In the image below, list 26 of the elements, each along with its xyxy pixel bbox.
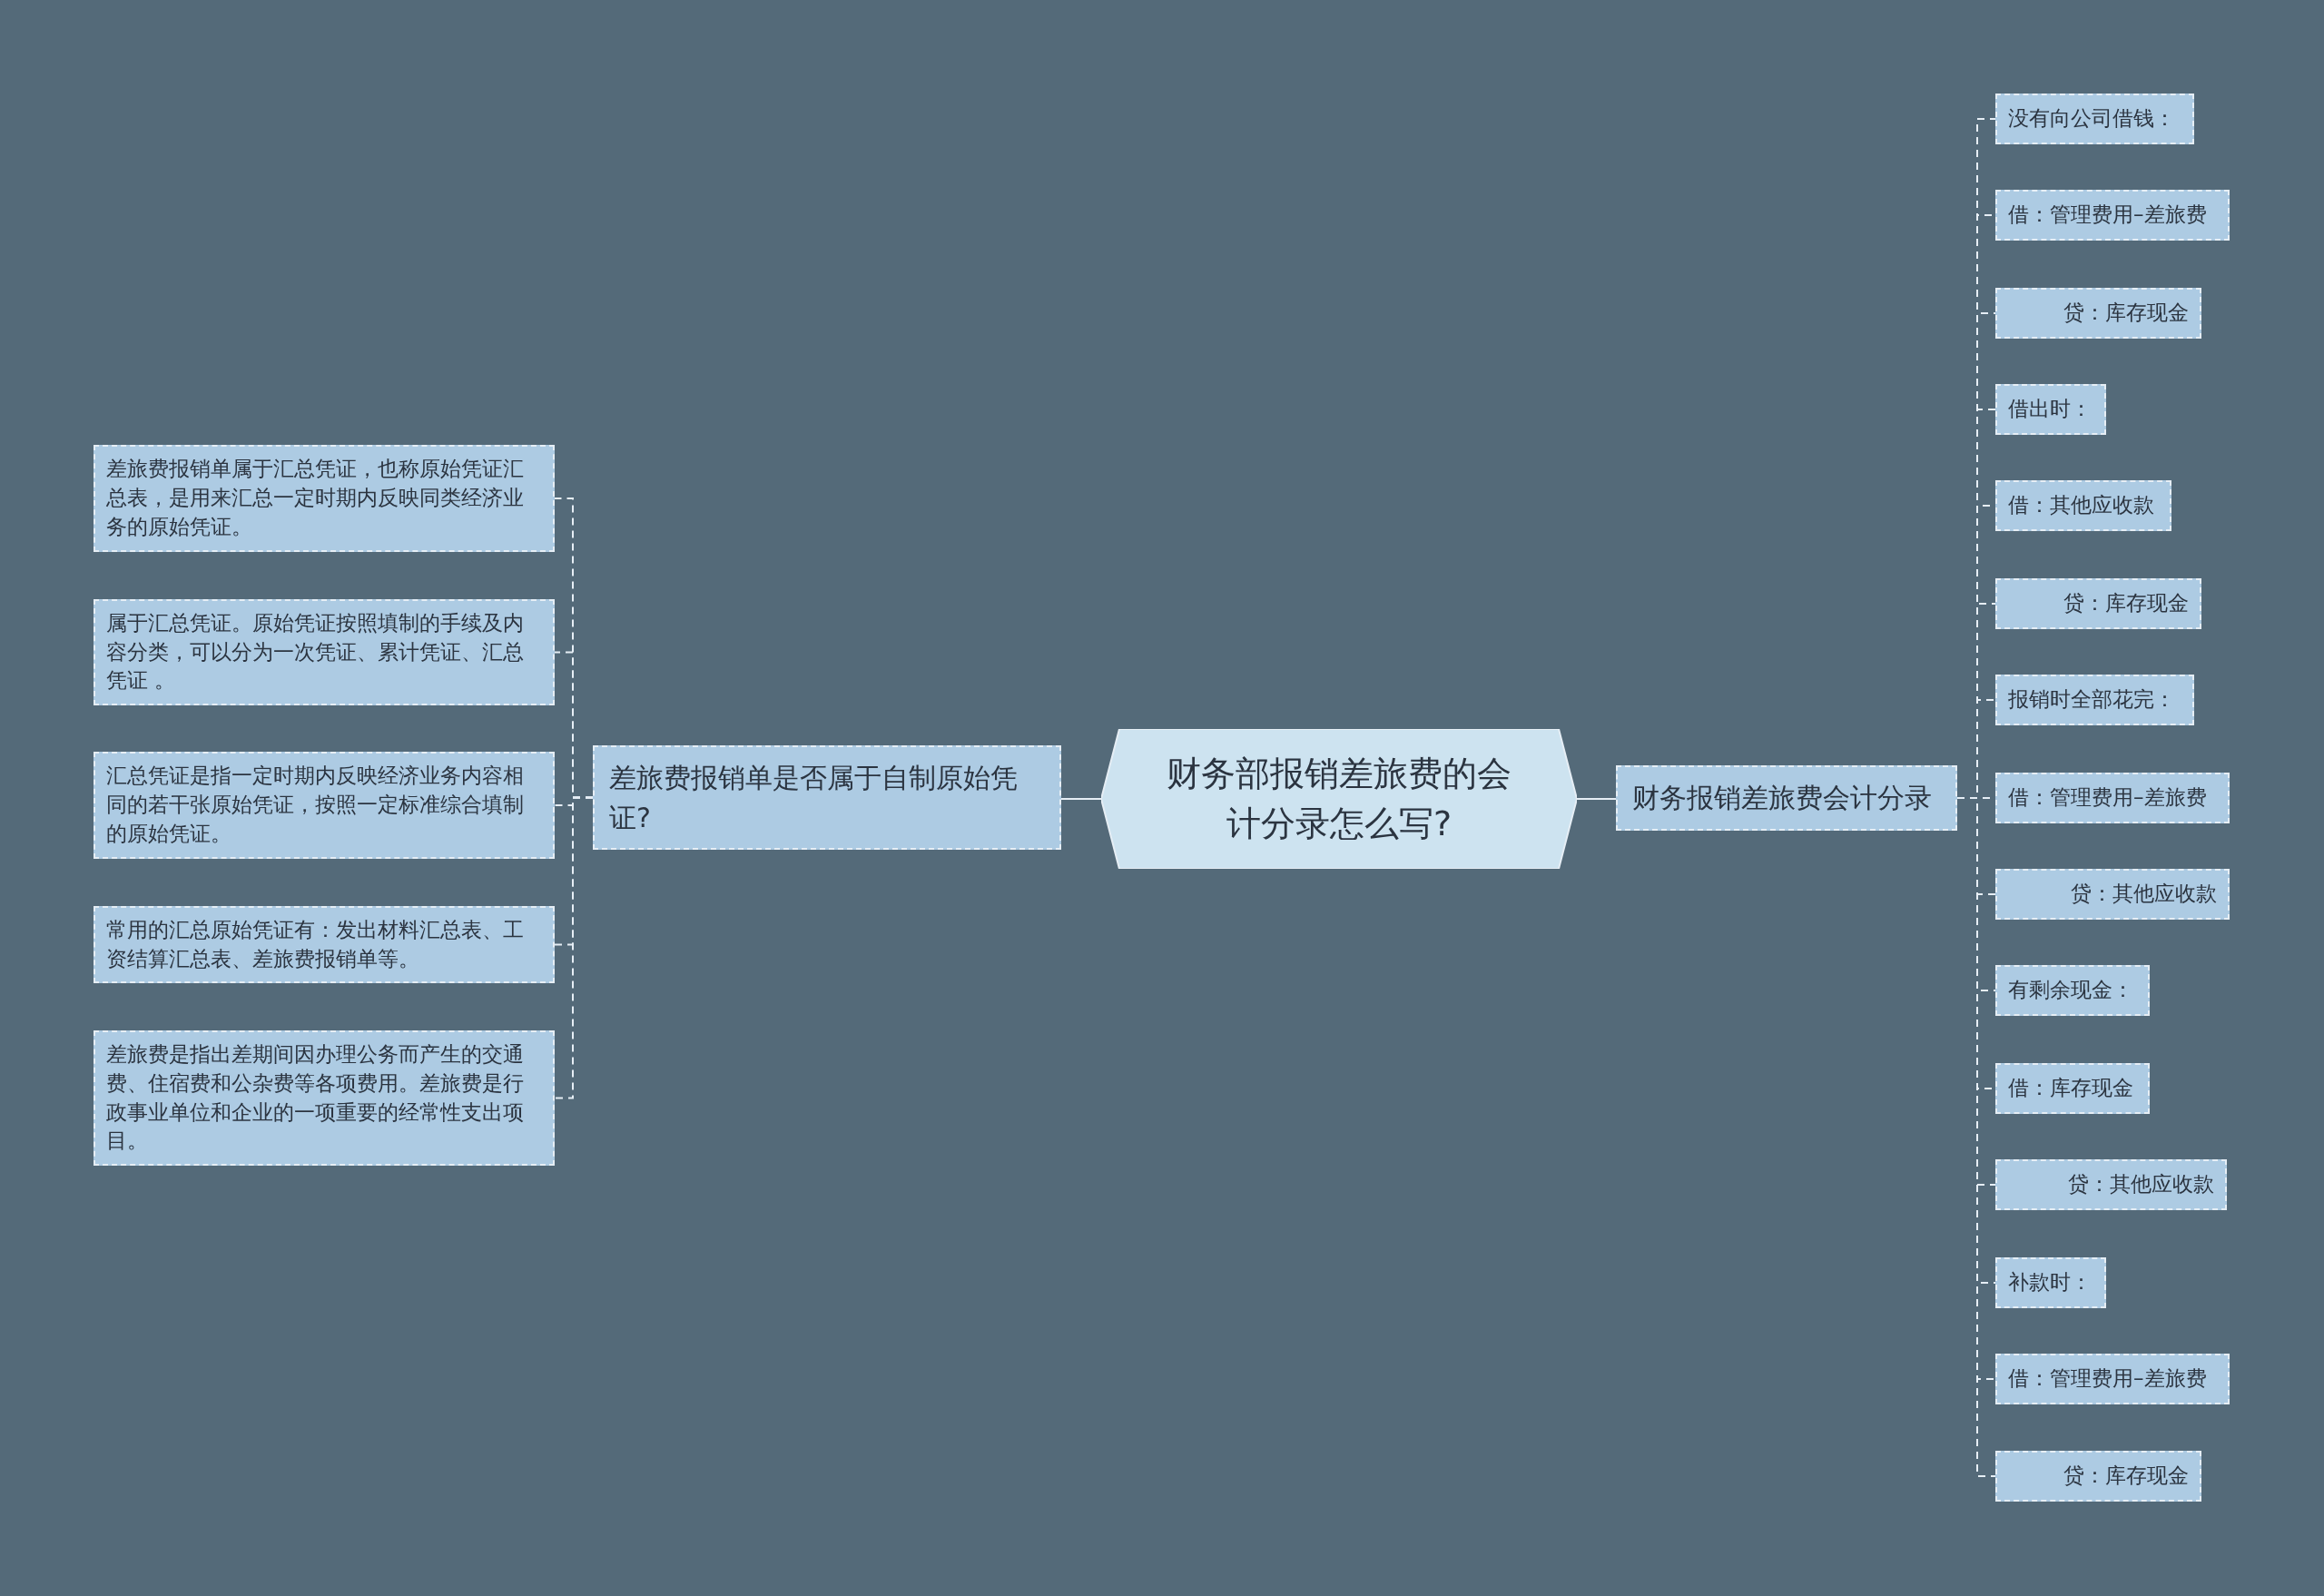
leaf-box: 属于汇总凭证。原始凭证按照填制的手续及内容分类，可以分为一次凭证、累计凭证、汇总凭证 。 <box>94 599 555 705</box>
connector-line <box>1576 798 1617 800</box>
branch-box: 差旅费报销单是否属于自制原始凭证? <box>593 745 1061 850</box>
leaf-box: 差旅费是指出差期间因办理公务而产生的交通费、住宿费和公杂费等各项费用。差旅费是行政事业单位和企业的一项重要的经常性支出项目。 <box>94 1030 555 1166</box>
leaf-box: 借：其他应收款 <box>1995 480 2171 531</box>
leaf-box: 借：库存现金 <box>1995 1063 2150 1114</box>
leaf-box: 借：管理费用–差旅费 <box>1995 1354 2230 1404</box>
leaf-box: 差旅费报销单属于汇总凭证，也称原始凭证汇总表，是用来汇总一定时期内反映同类经济业务的原始凭证。 <box>94 445 555 552</box>
leaf-box: 贷：其他应收款 <box>1995 869 2230 920</box>
leaf-box: 补款时： <box>1995 1257 2106 1308</box>
branch-box: 财务报销差旅费会计分录 <box>1616 765 1957 831</box>
connector-line <box>1060 798 1102 800</box>
connector-line <box>554 796 594 1099</box>
leaf-box: 贷：库存现金 <box>1995 578 2201 629</box>
leaf-box: 贷：库存现金 <box>1995 288 2201 339</box>
leaf-box: 常用的汇总原始凭证有：发出材料汇总表、工资结算汇总表、差旅费报销单等。 <box>94 906 555 983</box>
leaf-box: 报销时全部花完： <box>1995 675 2194 725</box>
leaf-box: 贷：库存现金 <box>1995 1451 2201 1502</box>
leaf-box: 有剩余现金： <box>1995 965 2150 1016</box>
leaf-box: 没有向公司借钱： <box>1995 94 2194 144</box>
leaf-box: 贷：其他应收款 <box>1995 1159 2227 1210</box>
leaf-box: 汇总凭证是指一定时期内反映经济业务内容相同的若干张原始凭证，按照一定标准综合填制的原始凭证。 <box>94 752 555 859</box>
leaf-box: 借：管理费用–差旅费 <box>1995 773 2230 823</box>
topic-hexagon: 财务部报销差旅费的会计分录怎么写? <box>1101 729 1577 869</box>
leaf-box: 借出时： <box>1995 384 2106 435</box>
leaf-box: 借：管理费用–差旅费 <box>1995 190 2230 241</box>
